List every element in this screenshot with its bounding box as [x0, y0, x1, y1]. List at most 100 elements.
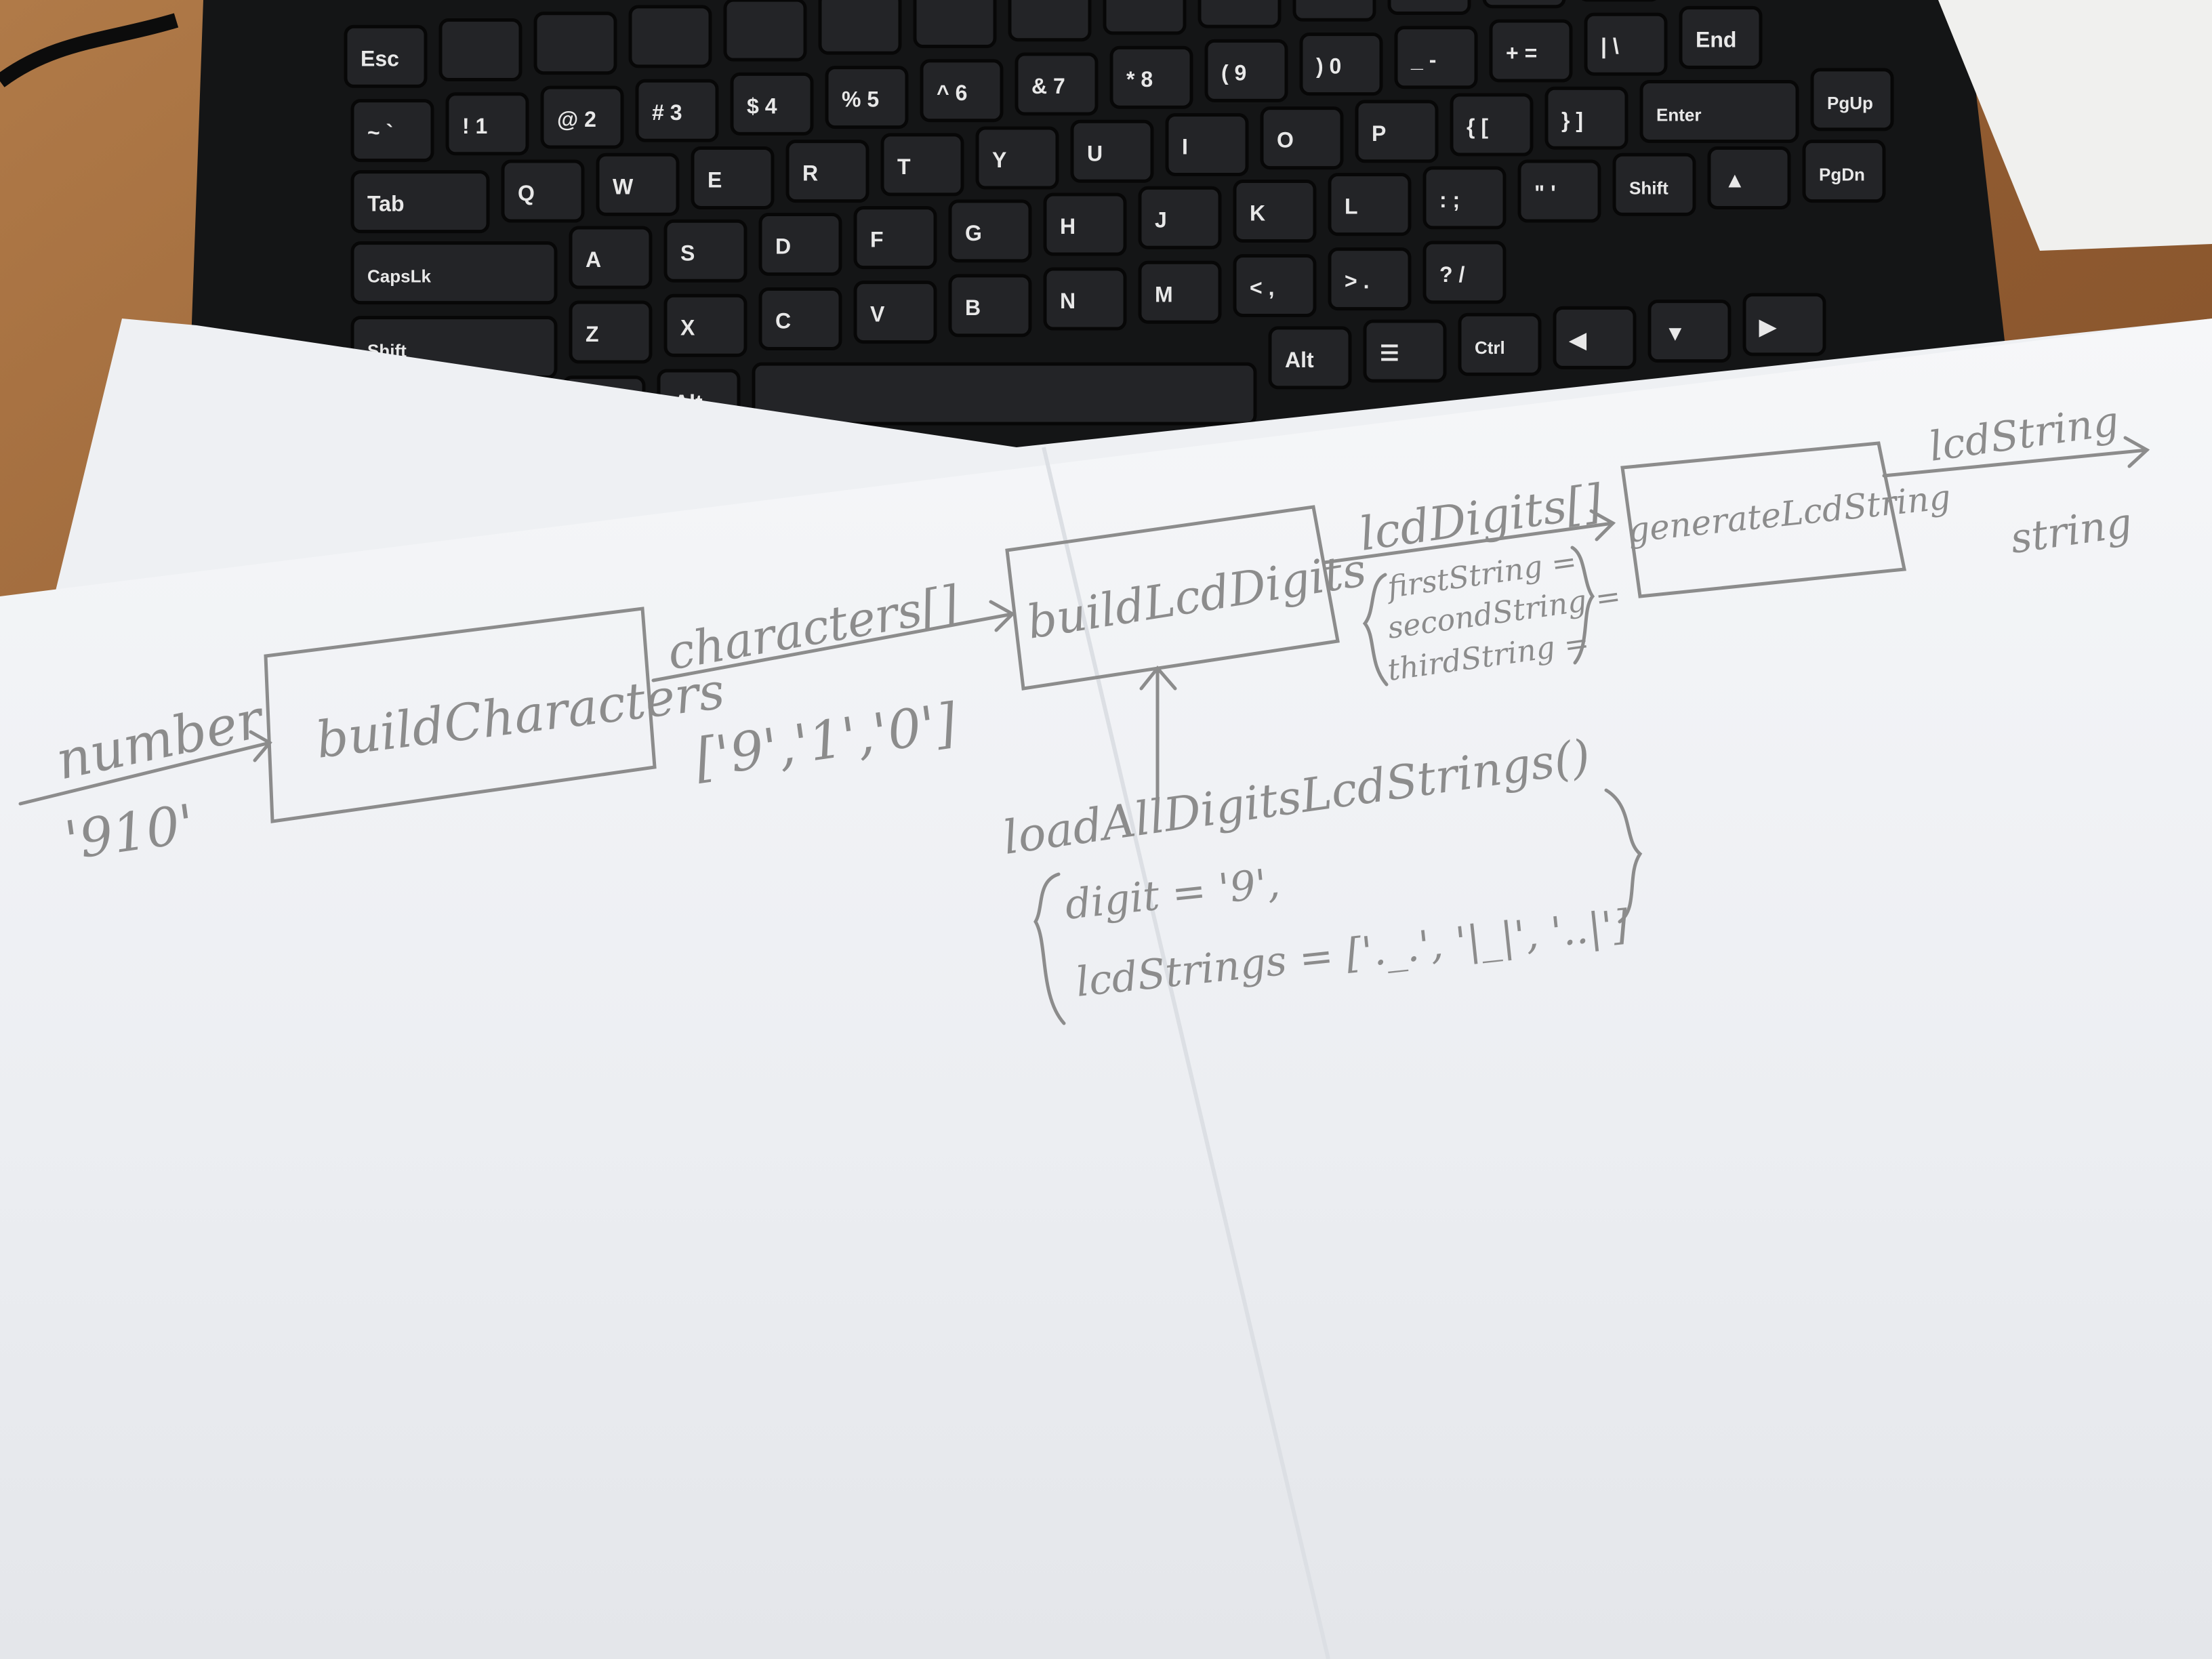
keyboard-key-label: A — [586, 247, 601, 272]
keyboard-key — [1802, 140, 1886, 203]
keyboard-key-label: O — [1277, 128, 1294, 152]
keyboard-key-label: I — [1182, 134, 1188, 159]
keyboard-key-label: Ctrl — [1475, 337, 1505, 358]
keyboard-key — [1517, 159, 1601, 223]
arrow-characters-head — [989, 600, 1016, 632]
keyboard-key — [350, 241, 558, 305]
keyboard-key — [853, 206, 937, 270]
output-arrowhead — [2123, 436, 2150, 468]
keyboard-key-label: K — [1250, 201, 1265, 225]
keyboard-key — [1299, 33, 1383, 96]
keyboard-key-label: H — [1060, 214, 1076, 239]
keyboard-key — [344, 24, 428, 88]
keyboard-key — [723, 0, 807, 62]
keyboard-key-label: ) 0 — [1316, 54, 1341, 79]
keyboard-key — [1008, 0, 1092, 42]
keyboard-key-label: | \ — [1601, 34, 1619, 58]
keyboard-key-label: % 5 — [842, 87, 879, 112]
keyboard-key-label: F — [870, 228, 884, 252]
keyboard-key — [1489, 19, 1573, 83]
keyboard-key — [1197, 0, 1282, 28]
keyboard-key — [825, 66, 909, 129]
keyboard-key — [691, 146, 775, 209]
keyboard-key-label: ☰ — [1380, 341, 1399, 365]
keyboard-key — [1233, 253, 1317, 317]
keyboard-key-label: ~ ` — [367, 121, 393, 145]
box-build-lcd-digits — [1005, 505, 1340, 691]
keyboard-key — [1553, 306, 1637, 369]
keyboard-key — [596, 152, 680, 216]
keyboard-key-label: R — [802, 161, 818, 186]
keyboard-key — [1165, 112, 1249, 176]
keyboard-key — [1679, 5, 1763, 69]
keyboard-key-label: L — [1345, 194, 1358, 219]
keyboard-key — [752, 362, 1257, 426]
keyboard-key — [1109, 45, 1193, 109]
keyboard-key — [758, 212, 842, 276]
keyboard-key — [1328, 173, 1412, 237]
keyboard-key — [1647, 300, 1732, 363]
keyboard-key-label: Enter — [1656, 104, 1701, 125]
keyboard-key-label: > . — [1345, 269, 1369, 293]
keyboard-key-label: Shift — [1629, 178, 1668, 198]
keyboard-key-label: ▼ — [1664, 321, 1686, 346]
keyboard-key-label: Alt — [1285, 348, 1314, 372]
keyboard-key — [1544, 86, 1629, 150]
keyboard-key-label: < , — [1250, 275, 1274, 300]
keyboard-key — [1103, 0, 1187, 35]
keyboard-key-label: @ 2 — [557, 107, 596, 131]
keyboard-key — [663, 293, 747, 357]
keyboard-key — [1482, 0, 1566, 9]
keyboard-key — [635, 79, 719, 142]
keyboard-key-label: ◀ — [1568, 327, 1587, 352]
side-papers — [1938, 0, 2212, 251]
keyboard-key — [569, 226, 653, 289]
keyboard-key-label: { [ — [1467, 115, 1488, 139]
keyboard-key-label: Tab — [367, 192, 405, 216]
keyboard-key — [1450, 93, 1534, 157]
output-arrow — [1882, 448, 2149, 478]
keyboard-key-label: ▶ — [1759, 314, 1777, 339]
keyboard-key — [785, 140, 869, 203]
keyboard-key-label: $ 4 — [747, 94, 777, 118]
keyboard-key — [1458, 312, 1542, 376]
keyboard-key — [1233, 179, 1317, 243]
loader-arrowhead — [1139, 665, 1177, 691]
keyboard-key — [1268, 326, 1352, 390]
keyboard-key-label: J — [1155, 207, 1167, 232]
keyboard-key — [1707, 146, 1791, 209]
keyboard-key — [1639, 79, 1799, 143]
keyboard-key — [1584, 12, 1668, 76]
brace-lcd-digits-left — [1362, 573, 1389, 687]
keyboard-key-label: PgDn — [1819, 165, 1865, 185]
keyboard-key — [1015, 52, 1099, 116]
keyboard-key-label: } ] — [1561, 108, 1583, 132]
keyboard-key-label: U — [1087, 141, 1103, 165]
keyboard-key — [445, 92, 529, 156]
brace-loader-right — [1604, 788, 1643, 924]
keyboard-key-label: * 8 — [1126, 67, 1153, 91]
keyboard-key — [350, 99, 434, 163]
keyboard-key — [1204, 39, 1288, 102]
keyboard-key — [948, 199, 1032, 263]
keyboard-key-label: + = — [1506, 41, 1537, 65]
keyboard-key-label: W — [613, 174, 634, 199]
keyboard-key — [758, 287, 842, 350]
box-generate-lcd-string — [1620, 441, 1907, 598]
keyboard-key-label: CapsLk — [367, 266, 431, 287]
keyboard-key-label: ? / — [1439, 262, 1465, 287]
keyboard-key-label: _ - — [1410, 47, 1436, 72]
brace-lcd-digits-right — [1570, 546, 1595, 665]
keyboard-key-label: C — [775, 308, 791, 333]
keyboard-key-label: N — [1060, 289, 1076, 313]
keyboard-key-label: ( 9 — [1221, 60, 1246, 85]
keyboard-key — [1070, 119, 1154, 183]
keyboard-key-label: Esc — [361, 46, 399, 70]
keyboard-key — [1387, 0, 1471, 15]
keyboard-key-label: X — [680, 315, 695, 340]
keyboard-key — [350, 170, 490, 234]
keyboard-key — [1043, 192, 1127, 256]
box-build-characters — [264, 607, 657, 823]
keyboard-key — [1292, 0, 1376, 22]
